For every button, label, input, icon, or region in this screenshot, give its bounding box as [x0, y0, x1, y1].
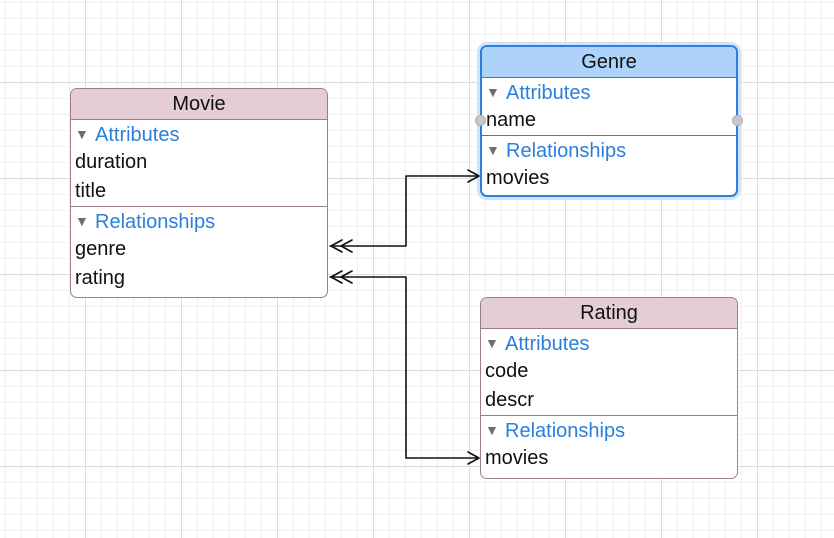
relationships-section-toggle[interactable]: ▼ Relationships [71, 207, 327, 235]
single-arrowhead-icon [467, 169, 480, 183]
relationship-row[interactable]: movies [486, 167, 550, 189]
section-label: Attributes [505, 333, 590, 355]
relationship-row[interactable]: rating [75, 267, 126, 289]
attribute-row[interactable]: title [75, 180, 107, 202]
section-divider [482, 135, 736, 136]
disclosure-triangle-icon: ▼ [75, 213, 89, 229]
double-arrowhead-icon [340, 270, 353, 284]
disclosure-triangle-icon: ▼ [485, 335, 499, 351]
connector-movie-rating[interactable] [329, 276, 479, 459]
disclosure-triangle-icon: ▼ [75, 126, 89, 142]
relationships-section-toggle[interactable]: ▼ Relationships [481, 416, 737, 444]
connector-movie-genre[interactable] [329, 175, 479, 247]
entity-movie[interactable]: Movie ▼ Attributes duration title ▼ Relati… [70, 88, 328, 298]
attribute-row[interactable]: code [485, 360, 529, 382]
attributes-section-toggle[interactable]: ▼ Attributes [71, 120, 327, 148]
relationships-section-toggle[interactable]: ▼ Relationships [482, 136, 736, 164]
double-arrowhead-icon [330, 239, 343, 253]
attribute-row[interactable]: descr [485, 389, 534, 411]
section-label: Attributes [95, 124, 180, 146]
single-arrowhead-icon [467, 451, 480, 465]
relationship-row[interactable]: genre [75, 238, 127, 260]
relationship-row[interactable]: movies [485, 447, 549, 469]
double-arrowhead-icon [330, 270, 343, 284]
section-label: Relationships [506, 140, 627, 162]
section-label: Relationships [95, 211, 216, 233]
section-divider [481, 415, 737, 416]
disclosure-triangle-icon: ▼ [485, 422, 499, 438]
disclosure-triangle-icon: ▼ [486, 84, 500, 100]
entity-title: Movie [71, 89, 327, 120]
section-divider [71, 206, 327, 207]
entity-genre[interactable]: Genre ▼ Attributes name ▼ Relationships mo… [480, 45, 738, 197]
entity-title: Rating [481, 298, 737, 329]
attribute-row[interactable]: name [486, 109, 537, 131]
attributes-section-toggle[interactable]: ▼ Attributes [482, 78, 736, 106]
attributes-section-toggle[interactable]: ▼ Attributes [481, 329, 737, 357]
resize-handle-left[interactable] [475, 115, 486, 126]
entity-rating[interactable]: Rating ▼ Attributes code descr ▼ Relations… [480, 297, 738, 479]
entity-title: Genre [482, 47, 736, 78]
attribute-row[interactable]: duration [75, 151, 148, 173]
section-label: Attributes [506, 82, 591, 104]
resize-handle-right[interactable] [732, 115, 743, 126]
disclosure-triangle-icon: ▼ [486, 142, 500, 158]
double-arrowhead-icon [340, 239, 353, 253]
section-label: Relationships [505, 420, 626, 442]
